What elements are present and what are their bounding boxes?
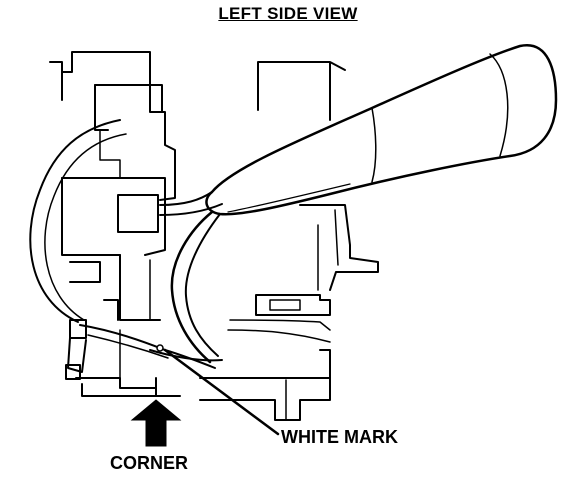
white-mark-leader	[163, 348, 280, 436]
rear-housing	[257, 61, 346, 121]
right-housing	[299, 204, 379, 291]
corner-arrow	[130, 399, 182, 447]
lever-stalk	[205, 43, 558, 216]
diagram-title: LEFT SIDE VIEW	[218, 4, 358, 23]
wire-upper	[159, 191, 213, 206]
right-connector	[255, 294, 331, 316]
connector-clip	[65, 319, 87, 380]
wire-harness-main	[170, 210, 214, 364]
corner-label: CORNER	[110, 453, 189, 473]
wire-loop-left	[29, 119, 121, 323]
base-plate	[75, 377, 157, 397]
white-mark-label: WHITE MARK	[281, 427, 398, 447]
switch-body	[49, 51, 176, 321]
